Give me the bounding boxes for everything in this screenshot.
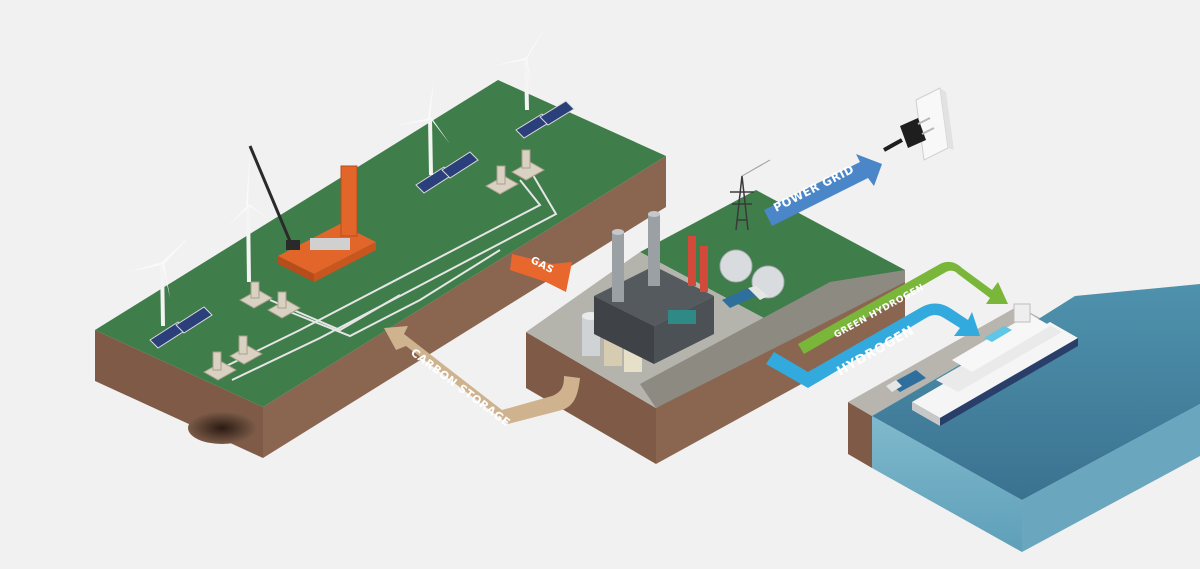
wellhead <box>484 165 520 195</box>
field-soil-right <box>263 156 666 458</box>
power-plant <box>594 211 714 364</box>
power-socket <box>915 87 954 161</box>
cruise-ship <box>912 303 1078 426</box>
wellhead <box>228 335 264 365</box>
solar-panel <box>149 306 213 349</box>
drilling-site <box>248 145 376 282</box>
sea-surface <box>872 284 1200 500</box>
solar-panel <box>415 151 479 194</box>
sea-front-side <box>872 416 1022 552</box>
solar-panels <box>149 100 575 349</box>
gas-spheres <box>719 249 785 299</box>
dock-truck <box>886 370 926 392</box>
industrial-road <box>640 270 905 408</box>
chimney <box>700 246 708 292</box>
solar-panel <box>515 100 575 139</box>
sea-cliff-soil <box>848 402 872 468</box>
wellhead <box>238 281 274 309</box>
chimney <box>648 214 660 286</box>
chimney <box>612 232 624 302</box>
power-grid-arrow: POWER GRID <box>764 154 882 226</box>
gas-sphere <box>719 249 753 283</box>
tanker-truck <box>722 286 768 308</box>
pipelines <box>217 169 558 381</box>
wind-turbine <box>394 78 450 176</box>
ship-funnel <box>1013 303 1031 323</box>
carbon-storage-label: CARBON STORAGE <box>408 346 513 429</box>
chimney <box>688 236 696 286</box>
wind-turbines <box>128 22 548 327</box>
sea-right-side <box>1022 404 1200 552</box>
wellhead <box>510 149 546 181</box>
underground-reservoir <box>188 412 256 444</box>
industrial-soil-front <box>526 332 656 464</box>
crane-boom <box>248 145 294 247</box>
wind-turbine <box>492 22 548 111</box>
ship-pool <box>984 326 1012 342</box>
wellheads <box>202 149 546 381</box>
drilling-tower <box>340 165 358 237</box>
power-plug-icon <box>883 117 935 152</box>
wind-turbine <box>226 150 270 283</box>
wind-turbine <box>128 236 190 327</box>
transmission-tower <box>730 159 771 231</box>
wellhead <box>202 351 238 381</box>
wellhead <box>266 291 302 319</box>
